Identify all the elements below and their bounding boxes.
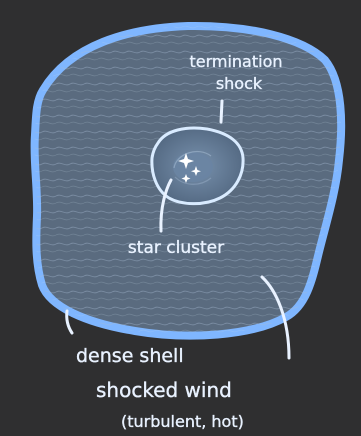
shocked-wind-note: (turbulent, hot) bbox=[121, 412, 244, 431]
termination-shock-label-line2: shock bbox=[216, 74, 263, 93]
dense-shell-label: dense shell bbox=[76, 345, 184, 367]
termination-shock-label-line1: termination bbox=[189, 52, 282, 71]
star-cluster-label: star cluster bbox=[128, 238, 224, 258]
shocked-wind-label: shocked wind bbox=[96, 378, 232, 402]
